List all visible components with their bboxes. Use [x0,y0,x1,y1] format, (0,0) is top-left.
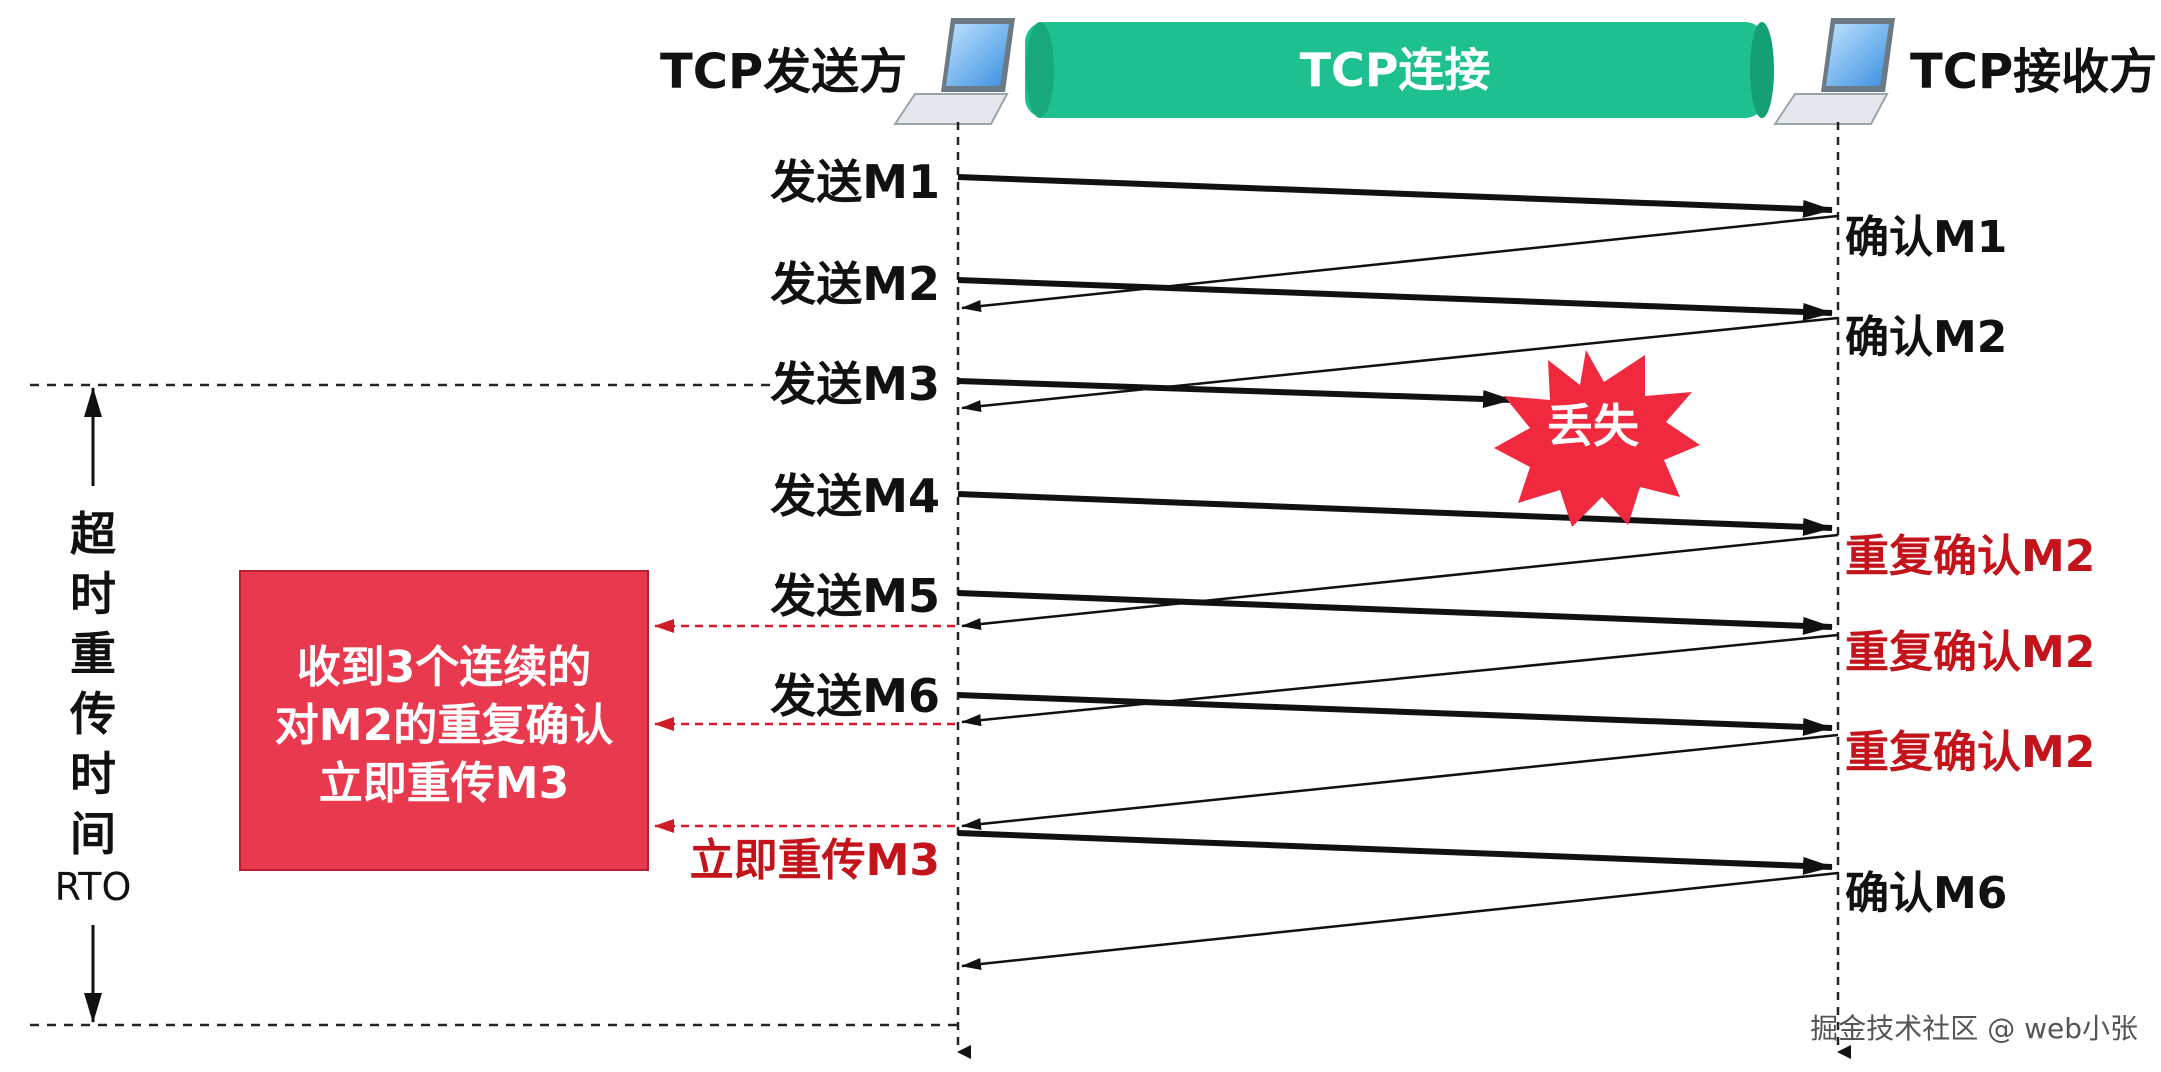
send-m2-arrow [957,277,1833,321]
send-label: 发送M4 [770,469,940,523]
ack-m2-arrow [961,316,1839,413]
send-m4-arrow [957,491,1833,536]
retransmit-label: 立即重传M3 [690,835,940,886]
sender-label: TCP发送方 [660,44,907,100]
connection-label: TCP连接 [1300,43,1491,97]
note-line: 对M2的重复确认 [275,700,613,751]
lost-burst-icon: 丢失 [1494,350,1700,527]
ack-m1-arrow [961,214,1839,312]
rto-char: 时 [70,567,116,621]
send-label: 发送M3 [770,357,940,411]
send-label: 发送M1 [770,155,940,209]
note-line: 立即重传M3 [319,758,569,809]
dup-ack-1-arrow [961,533,1839,631]
ack-label: 确认M6 [1845,868,2007,919]
watermark: 掘金技术社区 @ web小张 [1810,1012,2138,1045]
note-line: 收到3个连续的 [297,642,592,693]
ack-label: 确认M2 [1845,312,2007,363]
send-m3-arrow [957,378,1513,409]
rto-abbr: RTO [55,865,132,909]
ack-label: 确认M1 [1845,212,2007,263]
rto-char: 传 [69,687,116,741]
dup-ack-2-arrow [961,633,1839,727]
send-label: 发送M2 [770,257,940,311]
rto-char: 时 [70,747,116,801]
lost-label: 丢失 [1547,399,1640,453]
fast-retransmit-note: 收到3个连续的 对M2的重复确认 立即重传M3 [239,570,649,871]
rto-label: 超 时 重 传 时 间 RTO [55,507,132,909]
dup-ack-3-arrow [961,733,1839,831]
dup-ack-label: 重复确认M2 [1845,727,2095,778]
sender-laptop-icon [893,18,1015,125]
dup-ack-label: 重复确认M2 [1845,627,2095,678]
tcp-connection-tube: TCP连接 [1025,22,1774,118]
send-m6-arrow [957,692,1833,736]
rto-char: 重 [70,627,116,681]
send-m5-arrow [957,590,1833,635]
send-label: 发送M6 [770,669,940,723]
rto-char: 间 [70,807,116,861]
dup-ack-label: 重复确认M2 [1845,531,2095,582]
ack-m6-arrow [961,871,1839,970]
rto-char: 超 [70,507,117,561]
send-label: 发送M5 [770,569,940,623]
receiver-laptop-icon [1773,18,1895,125]
retransmit-m3-arrow [957,830,1833,875]
receiver-label: TCP接收方 [1910,44,2157,100]
send-m1-arrow [957,174,1833,218]
